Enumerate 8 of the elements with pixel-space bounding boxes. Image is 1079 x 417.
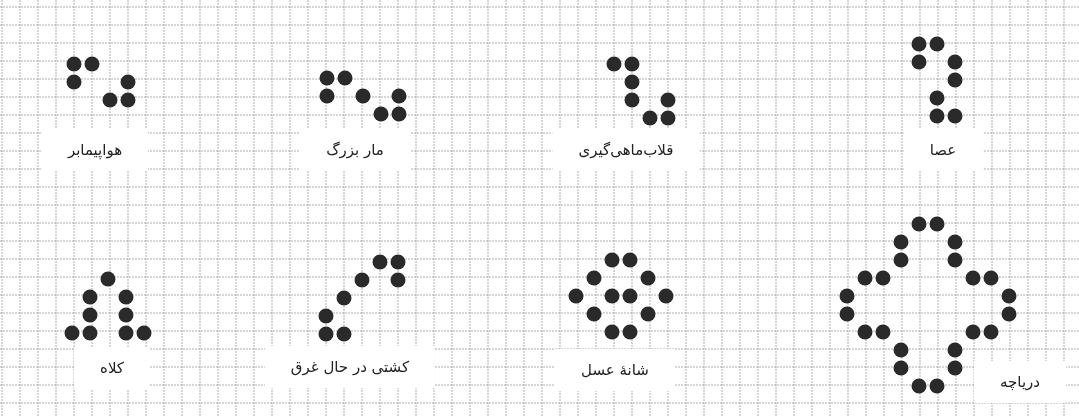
pattern-name: شانهٔ عسل (555, 349, 675, 391)
pattern-name: دریاچه (974, 361, 1066, 403)
pattern-name: مار بزرگ (300, 129, 410, 171)
pattern-name: قلاب‌ماهی‌گیری (552, 129, 700, 171)
pattern-name: کلاه (74, 347, 150, 389)
pattern-name: کشتی در حال غرق (264, 346, 436, 388)
pattern-name: هواپیمابر (41, 129, 149, 171)
pattern-name: عصا (903, 129, 983, 171)
